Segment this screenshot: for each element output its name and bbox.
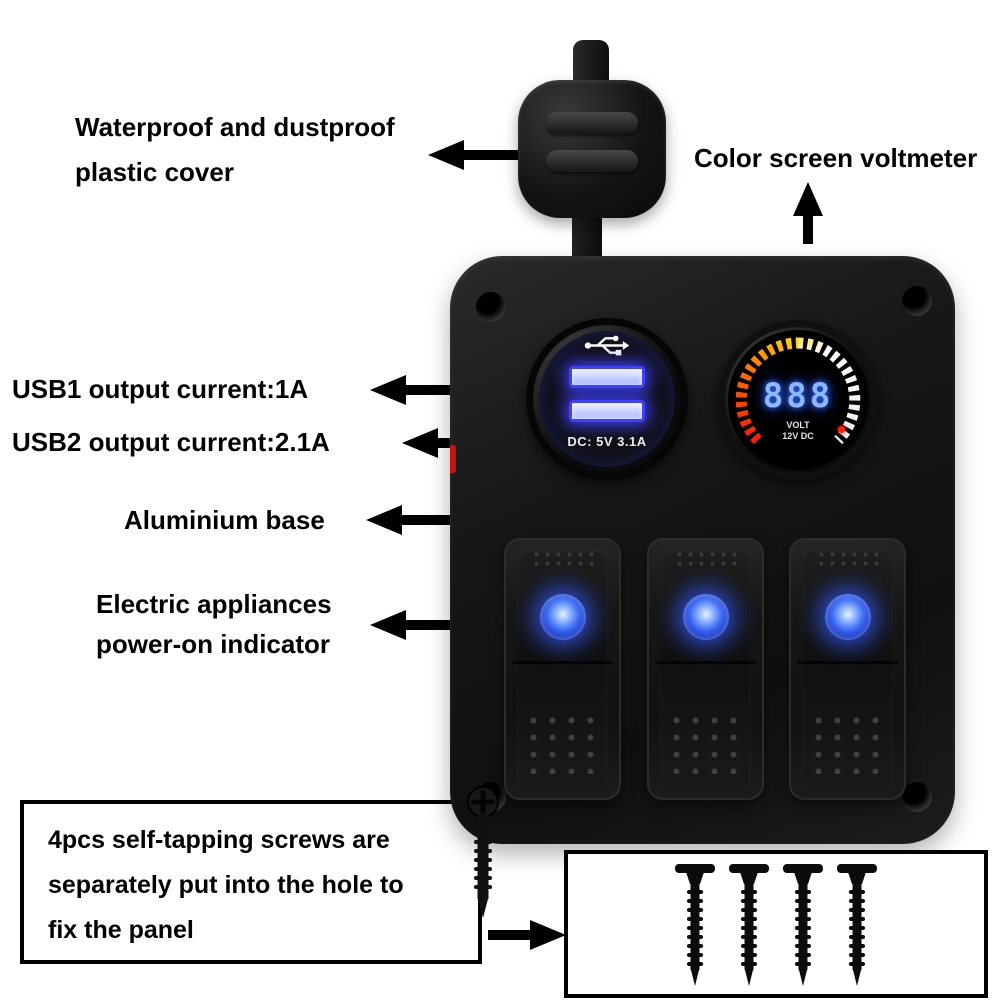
voltmeter-red-indicator-dot [838,426,845,433]
self-tapping-screw-in-hole [467,786,499,918]
mounting-hole-top-right [902,286,932,316]
grip-texture [524,712,601,774]
label-voltmeter: Color screen voltmeter [694,143,978,173]
grip-texture [809,712,886,774]
label-usb1: USB1 output current:1A [12,374,309,404]
arrowhead-icon [370,610,406,640]
label-plastic-cover-line2: plastic cover [75,157,234,187]
mounting-hole-bottom-right [902,782,932,812]
usb-rating-print: DC: 5V 3.1A [567,434,647,449]
arrowhead-icon [793,182,823,216]
grip-texture [667,712,744,774]
rocker-switch-1 [504,538,621,800]
screw-4 [837,864,877,986]
screw-3 [783,864,823,986]
led-indicator-2 [682,594,729,640]
voltmeter-unit-bottom: 12V DC [782,431,814,441]
arrow-aluminium-base [366,505,478,535]
cover-ridge [546,112,638,134]
usb-socket-face [539,331,675,467]
label-power-indicator-line2: power-on indicator [96,629,330,659]
red-edge-mark [450,445,456,473]
grip-texture [530,550,595,570]
led-indicator-3 [824,594,871,640]
arrow-voltmeter [793,182,823,244]
cover-ridge [546,150,638,172]
arrow-screws-box [488,920,566,950]
note-line-1: 4pcs self-tapping screws are [48,826,390,854]
rocker-switch-2 [647,538,764,800]
rocker-switch-3 [789,538,906,800]
voltmeter-face [728,330,868,470]
label-plastic-cover-line1: Waterproof and dustproof [75,112,395,142]
grip-texture [815,550,880,570]
mounting-hole-top-left [476,292,506,322]
screws-box [564,850,988,998]
voltmeter-color-arc [735,337,861,445]
voltmeter-unit-top: VOLT [786,420,810,430]
arrowhead-icon [366,505,402,535]
arrowhead-icon [530,920,566,950]
arrow-plastic-cover [428,140,526,170]
arrowhead-icon [370,375,406,405]
usb-port-1 [569,366,645,388]
usb-icon [583,332,631,364]
plastic-cover-cap [518,80,666,218]
voltmeter-digital-display: 888 [762,376,834,416]
note-box: 4pcs self-tapping screws are separately … [20,800,482,964]
led-indicator-1 [539,594,586,640]
label-usb2: USB2 output current:2.1A [12,427,330,457]
arrowhead-icon [402,428,438,458]
switch-panel: DC: 5V 3.1A [450,256,955,844]
label-aluminium-base: Aluminium base [124,505,325,535]
note-line-3: fix the panel [48,916,194,944]
screw-2 [729,864,769,986]
usb-port-2 [569,400,645,422]
arrowhead-icon [428,140,464,170]
usb-socket: DC: 5V 3.1A [526,318,688,480]
voltmeter: 888 VOLT 12V DC [718,320,878,480]
label-power-indicator-line1: Electric appliances [96,589,332,619]
voltmeter-unit-label: VOLT 12V DC [718,420,878,442]
screw-1 [675,864,715,986]
note-line-2: separately put into the hole to [48,871,404,899]
grip-texture [673,550,738,570]
